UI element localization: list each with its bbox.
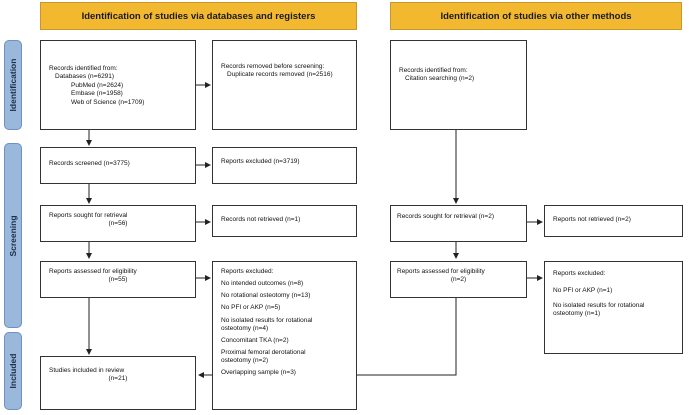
- other-reports-not-retrieved-box: Reports not retrieved (n=2): [544, 205, 683, 237]
- other-reports-assessed-box: Reports assessed for eligibility (n=2): [390, 261, 527, 298]
- other-assessed-count: (n=2): [450, 276, 467, 284]
- excluded-left-r7: Overlapping sample (n=3): [221, 369, 296, 377]
- reports-sought-box: Reports sought for retrieval (n=56): [40, 205, 196, 242]
- studies-included-count: (n=21): [108, 375, 128, 383]
- other-records-identified-box: Records identified from: Citation search…: [390, 40, 527, 130]
- pubmed-count: PubMed (n=2624): [71, 81, 124, 89]
- other-reports-excluded-box: Reports excluded: No PFI or AKP (n=1) No…: [544, 261, 683, 354]
- records-screened-box: Records screened (n=3775): [40, 147, 196, 184]
- studies-included-line1: Studies included in review: [49, 367, 125, 374]
- records-removed-box: Records removed before screening: Duplic…: [212, 40, 357, 130]
- header-other-methods: Identification of studies via other meth…: [390, 2, 682, 30]
- reports-assessed-box: Reports assessed for eligibility (n=55): [40, 261, 196, 298]
- excluded-right-r1: No PFI or AKP (n=1): [553, 287, 613, 295]
- other-identified-line1: Records identified from:: [399, 67, 468, 74]
- reports-assessed-count: (n=55): [108, 276, 128, 284]
- phase-screening: Screening: [4, 143, 22, 328]
- header-databases-label: Identification of studies via databases …: [81, 10, 316, 22]
- other-identified-line2: Citation searching (n=2): [405, 75, 475, 83]
- reports-excluded-screening-label: Reports excluded (n=3719): [221, 158, 300, 165]
- records-screened-label: Records screened (n=3775): [49, 160, 130, 167]
- other-records-sought-box: Records sought for retrieval (n=2): [390, 205, 527, 242]
- records-not-retrieved-label: Records not retrieved (n=1): [221, 216, 301, 223]
- reports-assessed-line1: Reports assessed for eligibility: [49, 268, 137, 275]
- reports-sought-count: (n=56): [108, 220, 128, 228]
- phase-identification: Identification: [4, 40, 22, 130]
- excluded-left-r3: No PFI or AKP (n=5): [221, 304, 281, 312]
- embase-count: Embase (n=1958): [71, 90, 123, 98]
- reports-sought-line1: Reports sought for retrieval: [49, 212, 128, 219]
- records-removed-title: Records removed before screening:: [221, 63, 325, 70]
- other-records-sought-label: Records sought for retrieval (n=2): [397, 213, 495, 220]
- excluded-left-r5: Concomitant TKA (n=2): [221, 336, 289, 344]
- excluded-right-title: Reports excluded:: [553, 270, 606, 277]
- excluded-left-r2: No rotational osteotomy (n=13): [221, 292, 311, 300]
- excluded-left-r4b: osteotomy (n=4): [221, 324, 269, 332]
- records-identified-box: Records identified from: Databases (n=62…: [40, 40, 196, 130]
- studies-included-box: Studies included in review (n=21): [40, 356, 196, 410]
- excluded-left-title: Reports excluded:: [221, 268, 274, 275]
- other-assessed-line1: Reports assessed for eligibility: [397, 268, 485, 275]
- duplicates-removed: Duplicate records removed (n=2516): [227, 71, 333, 79]
- excluded-left-r6b: osteotomy (n=2): [221, 357, 269, 364]
- excluded-left-r6a: Proximal femoral derotational: [221, 348, 306, 356]
- wos-count: Web of Science (n=1709): [71, 98, 145, 106]
- excluded-right-r2a: No isolated results for rotational: [553, 301, 645, 309]
- databases-count: Databases (n=6291): [55, 73, 115, 81]
- header-other-methods-label: Identification of studies via other meth…: [440, 10, 632, 22]
- header-databases: Identification of studies via databases …: [40, 2, 357, 30]
- records-not-retrieved-box: Records not retrieved (n=1): [212, 205, 357, 237]
- excluded-left-r1: No intended outcomes (n=8): [221, 280, 304, 288]
- records-identified-title: Records identified from:: [49, 65, 118, 72]
- excluded-left-r4a: No isolated results for rotational: [221, 316, 313, 324]
- reports-excluded-eligibility-box: Reports excluded: No intended outcomes (…: [212, 261, 357, 410]
- reports-excluded-screening-box: Reports excluded (n=3719): [212, 147, 357, 184]
- phase-included: Included: [4, 332, 22, 410]
- other-not-retrieved-label: Reports not retrieved (n=2): [553, 216, 631, 223]
- excluded-right-r2b: osteotomy (n=1): [553, 310, 601, 318]
